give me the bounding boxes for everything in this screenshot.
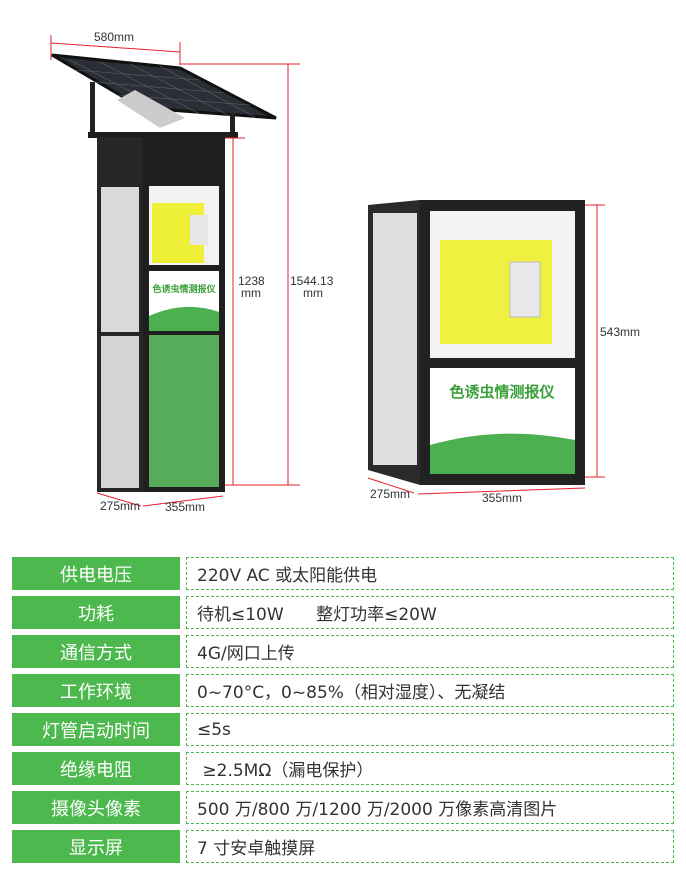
spec-label: 摄像头像素 — [12, 791, 180, 824]
spec-label: 功耗 — [12, 596, 180, 629]
spec-row-lamp-start: 灯管启动时间≤5s — [12, 713, 674, 746]
dim-body-height: 1238 — [238, 274, 265, 288]
dim-panel-width: 580mm — [94, 30, 134, 44]
dimension-lines-left — [50, 35, 300, 507]
spec-value: 待机≤10W 整灯功率≤20W — [186, 596, 674, 629]
product-illustration: 色诱虫情测报仪 580mm 1238 mm 1544.13 mm 275mm 3… — [50, 30, 640, 514]
solar-device-image: 色诱虫情测报仪 — [51, 53, 277, 492]
dim-total-height-unit: mm — [303, 286, 323, 300]
spec-value: 220V AC 或太阳能供电 — [186, 557, 674, 590]
box-device-image: 色诱虫情测报仪 — [368, 200, 585, 485]
spec-value: 0~70°C，0~85%（相对湿度）、无凝结 — [186, 674, 674, 707]
spec-value: 7 寸安卓触摸屏 — [186, 830, 674, 863]
dim-width-right: 355mm — [482, 491, 522, 505]
spec-value: ≥2.5MΩ（漏电保护） — [186, 752, 674, 785]
dim-depth-right: 275mm — [370, 487, 410, 501]
dim-box-height: 543mm — [600, 325, 640, 339]
product-label-small: 色诱虫情测报仪 — [152, 283, 216, 295]
spec-row-insulation: 绝缘电阻 ≥2.5MΩ（漏电保护） — [12, 752, 674, 785]
dim-width-left: 355mm — [165, 500, 205, 514]
spec-label: 供电电压 — [12, 557, 180, 590]
spec-value: 4G/网口上传 — [186, 635, 674, 668]
spec-label: 显示屏 — [12, 830, 180, 863]
dim-depth-left: 275mm — [100, 499, 140, 513]
spec-label: 灯管启动时间 — [12, 713, 180, 746]
spec-label: 通信方式 — [12, 635, 180, 668]
spec-value: 500 万/800 万/1200 万/2000 万像素高清图片 — [186, 791, 674, 824]
spec-label: 工作环境 — [12, 674, 180, 707]
spec-row-power-consumption: 功耗待机≤10W 整灯功率≤20W — [12, 596, 674, 629]
dim-body-height-unit: mm — [241, 286, 261, 300]
dimension-lines-right — [367, 204, 605, 495]
spec-label: 绝缘电阻 — [12, 752, 180, 785]
dim-total-height: 1544.13 — [290, 274, 334, 288]
spec-value: ≤5s — [186, 713, 674, 746]
product-label: 色诱虫情测报仪 — [449, 383, 555, 401]
